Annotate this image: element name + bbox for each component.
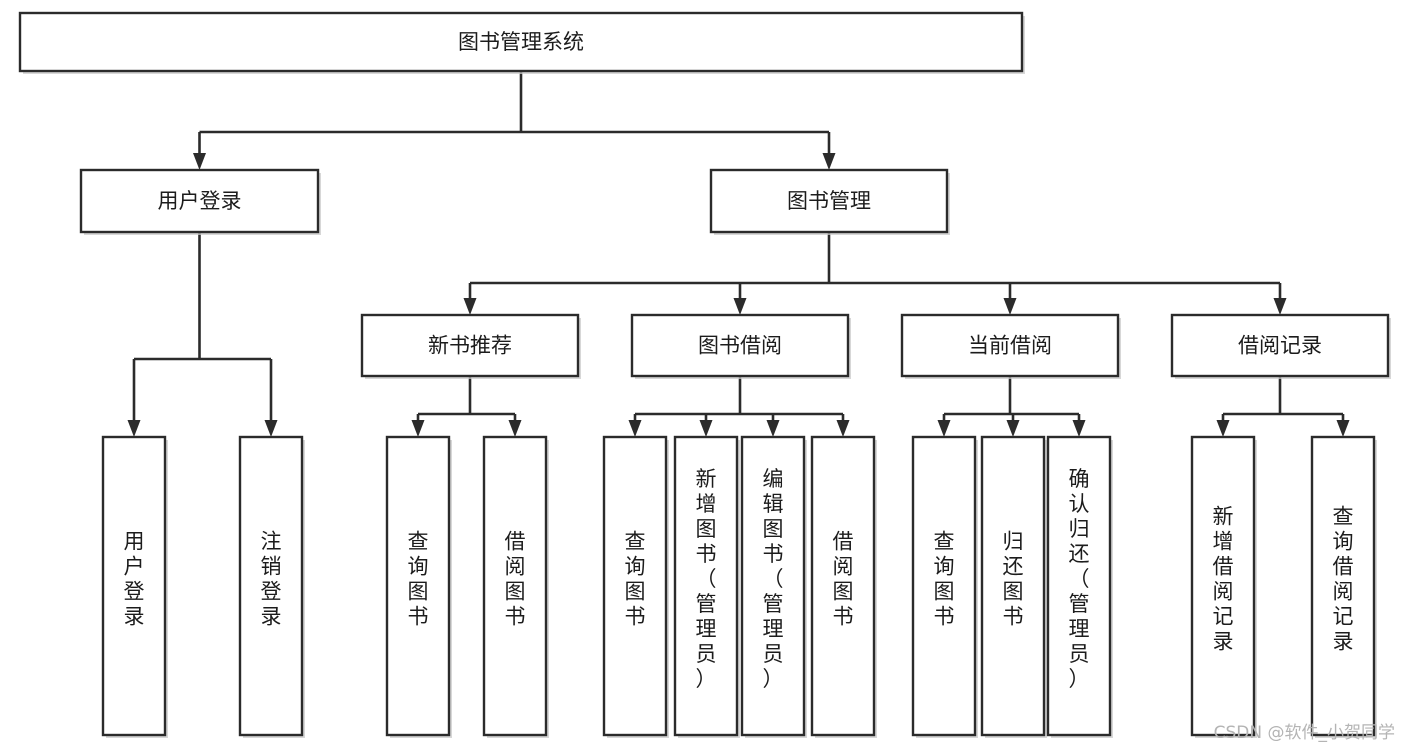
node-l-add-record[interactable]: 新增借阅记录 <box>1190 435 1257 738</box>
node-box[interactable] <box>360 313 580 378</box>
node-box[interactable] <box>602 435 668 737</box>
arrow-head-icon <box>836 420 850 437</box>
node-label: 当前借阅 <box>968 334 1052 358</box>
node-box[interactable] <box>18 11 1024 73</box>
node-label: 新书推荐 <box>428 334 512 358</box>
arrow-head-icon <box>733 298 747 315</box>
node-l-edit-book[interactable]: 编辑图书（管理员） <box>740 435 807 738</box>
node-box[interactable] <box>238 435 304 737</box>
node-box[interactable] <box>980 435 1046 737</box>
arrow-head-icon <box>699 420 713 437</box>
node-label: 图书管理系统 <box>458 30 584 54</box>
arrow-head-icon <box>1336 420 1350 437</box>
node-l-borrow-book-2[interactable]: 借阅图书 <box>810 435 877 738</box>
node-box[interactable] <box>810 435 876 737</box>
node-n-new-book-rec[interactable]: 新书推荐 <box>360 313 581 379</box>
node-l-user-login[interactable]: 用户登录 <box>101 435 168 738</box>
node-label: 借阅图书 <box>833 530 854 629</box>
arrow-head-icon <box>628 420 642 437</box>
node-label: 确认归还（管理员） <box>1069 467 1090 691</box>
node-l-query-book-2[interactable]: 查询图书 <box>602 435 669 738</box>
node-box[interactable] <box>79 168 320 234</box>
node-n-borrow-record[interactable]: 借阅记录 <box>1170 313 1391 379</box>
node-box[interactable] <box>101 435 167 737</box>
node-box[interactable] <box>740 435 806 737</box>
node-label: 查询图书 <box>934 530 955 629</box>
arrow-head-icon <box>1003 298 1017 315</box>
node-box[interactable] <box>630 313 850 378</box>
node-l-confirm-return[interactable]: 确认归还（管理员） <box>1046 435 1113 738</box>
node-l-query-record[interactable]: 查询借阅记录 <box>1310 435 1377 738</box>
node-root[interactable]: 图书管理系统 <box>18 11 1025 74</box>
node-n-book-borrow[interactable]: 图书借阅 <box>630 313 851 379</box>
node-box[interactable] <box>673 435 739 737</box>
node-n-book-mgmt[interactable]: 图书管理 <box>709 168 950 235</box>
connector-layer <box>127 71 1350 437</box>
node-layer: 图书管理系统用户登录图书管理新书推荐图书借阅当前借阅借阅记录用户登录注销登录查询… <box>18 11 1391 738</box>
node-label: 查询借阅记录 <box>1333 505 1354 654</box>
arrow-head-icon <box>411 420 425 437</box>
node-label: 借阅记录 <box>1238 334 1322 358</box>
node-l-query-book-3[interactable]: 查询图书 <box>911 435 978 738</box>
arrow-head-icon <box>937 420 951 437</box>
node-n-user-login[interactable]: 用户登录 <box>79 168 321 235</box>
arrow-head-icon <box>1072 420 1086 437</box>
arrow-head-icon <box>193 153 206 170</box>
node-label: 新增图书（管理员） <box>696 467 717 691</box>
node-label: 图书借阅 <box>698 334 782 358</box>
node-label: 查询图书 <box>408 530 429 629</box>
node-label: 用户登录 <box>158 189 242 213</box>
node-label: 新增借阅记录 <box>1213 505 1234 654</box>
node-l-borrow-book-1[interactable]: 借阅图书 <box>482 435 549 738</box>
node-box[interactable] <box>1046 435 1112 737</box>
node-box[interactable] <box>1190 435 1256 737</box>
node-label: 注销登录 <box>261 530 282 629</box>
arrow-head-icon <box>1273 298 1287 315</box>
node-l-query-book-1[interactable]: 查询图书 <box>385 435 452 738</box>
arrow-head-icon <box>1006 420 1020 437</box>
node-label: 用户登录 <box>124 530 145 629</box>
node-box[interactable] <box>482 435 548 737</box>
arrow-head-icon <box>127 420 141 437</box>
node-l-logout-login[interactable]: 注销登录 <box>238 435 305 738</box>
node-label: 借阅图书 <box>505 530 526 629</box>
node-label: 编辑图书（管理员） <box>763 467 784 691</box>
arrow-head-icon <box>822 153 836 170</box>
node-l-add-book[interactable]: 新增图书（管理员） <box>673 435 740 738</box>
node-box[interactable] <box>385 435 451 737</box>
arrow-head-icon <box>264 420 278 437</box>
node-box[interactable] <box>1170 313 1390 378</box>
arrow-head-icon <box>766 420 780 437</box>
arrow-head-icon <box>508 420 522 437</box>
node-box[interactable] <box>911 435 977 737</box>
node-label: 归还图书 <box>1003 530 1024 629</box>
node-box[interactable] <box>709 168 949 234</box>
node-box[interactable] <box>1310 435 1376 737</box>
node-label: 查询图书 <box>625 530 646 629</box>
node-box[interactable] <box>900 313 1120 378</box>
node-l-return-book[interactable]: 归还图书 <box>980 435 1047 738</box>
arrow-head-icon <box>1216 420 1230 437</box>
node-label: 图书管理 <box>787 189 871 213</box>
arrow-head-icon <box>463 298 477 315</box>
node-n-current-borrow[interactable]: 当前借阅 <box>900 313 1121 379</box>
